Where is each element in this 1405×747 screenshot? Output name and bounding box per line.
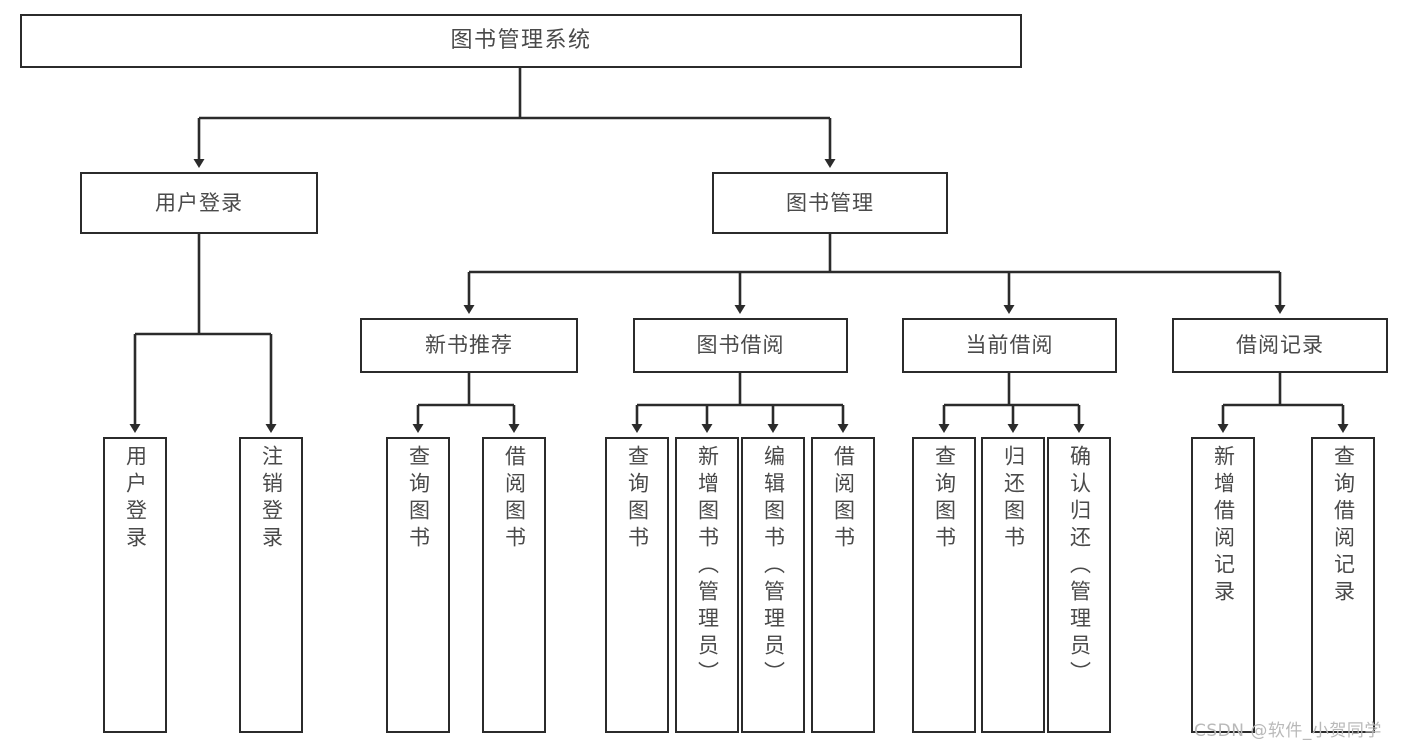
node-label: 查询图书	[932, 445, 957, 553]
node-label: 新增借阅记录	[1211, 445, 1236, 607]
node-label: 借阅图书	[502, 445, 527, 553]
node-leaf-query-book-current[interactable]: 查询图书	[912, 437, 976, 733]
node-root-book-management-system[interactable]: 图书管理系统	[20, 14, 1022, 68]
node-label: 确认归还（管理员）	[1067, 445, 1092, 688]
node-leaf-query-book-recommend[interactable]: 查询图书	[386, 437, 450, 733]
node-label: 用户登录	[155, 190, 243, 215]
node-label: 注销登录	[259, 445, 284, 553]
node-label: 新书推荐	[425, 333, 513, 358]
node-current-borrow[interactable]: 当前借阅	[902, 318, 1117, 373]
node-leaf-return-book[interactable]: 归还图书	[981, 437, 1045, 733]
node-user-login[interactable]: 用户登录	[80, 172, 318, 234]
node-leaf-confirm-return-admin[interactable]: 确认归还（管理员）	[1047, 437, 1111, 733]
node-label: 当前借阅	[965, 333, 1054, 358]
node-leaf-borrow-book-recommend[interactable]: 借阅图书	[482, 437, 546, 733]
node-label: 借阅记录	[1236, 333, 1324, 358]
node-label: 图书借阅	[696, 333, 785, 358]
node-label: 用户登录	[123, 445, 148, 553]
node-book-borrow[interactable]: 图书借阅	[633, 318, 848, 373]
node-leaf-query-book-borrow[interactable]: 查询图书	[605, 437, 669, 733]
node-label: 查询图书	[625, 445, 650, 553]
node-borrow-record[interactable]: 借阅记录	[1172, 318, 1388, 373]
node-label: 查询借阅记录	[1331, 445, 1356, 607]
node-leaf-edit-book-admin[interactable]: 编辑图书（管理员）	[741, 437, 805, 733]
node-book-management[interactable]: 图书管理	[712, 172, 948, 234]
node-label: 查询图书	[406, 445, 431, 553]
node-label: 新增图书（管理员）	[695, 445, 720, 688]
node-label: 编辑图书（管理员）	[761, 445, 786, 688]
node-label: 借阅图书	[831, 445, 856, 553]
node-leaf-borrow-book[interactable]: 借阅图书	[811, 437, 875, 733]
node-leaf-add-borrow-record[interactable]: 新增借阅记录	[1191, 437, 1255, 733]
node-label: 归还图书	[1001, 445, 1026, 553]
node-leaf-logout[interactable]: 注销登录	[239, 437, 303, 733]
node-label: 图书管理	[786, 190, 874, 215]
node-leaf-user-login[interactable]: 用户登录	[103, 437, 167, 733]
node-leaf-add-book-admin[interactable]: 新增图书（管理员）	[675, 437, 739, 733]
csdn-watermark: CSDN @软件_小贺同学	[1194, 721, 1382, 741]
node-new-book-recommend[interactable]: 新书推荐	[360, 318, 578, 373]
node-label: 图书管理系统	[450, 28, 592, 54]
node-leaf-query-borrow-record[interactable]: 查询借阅记录	[1311, 437, 1375, 733]
